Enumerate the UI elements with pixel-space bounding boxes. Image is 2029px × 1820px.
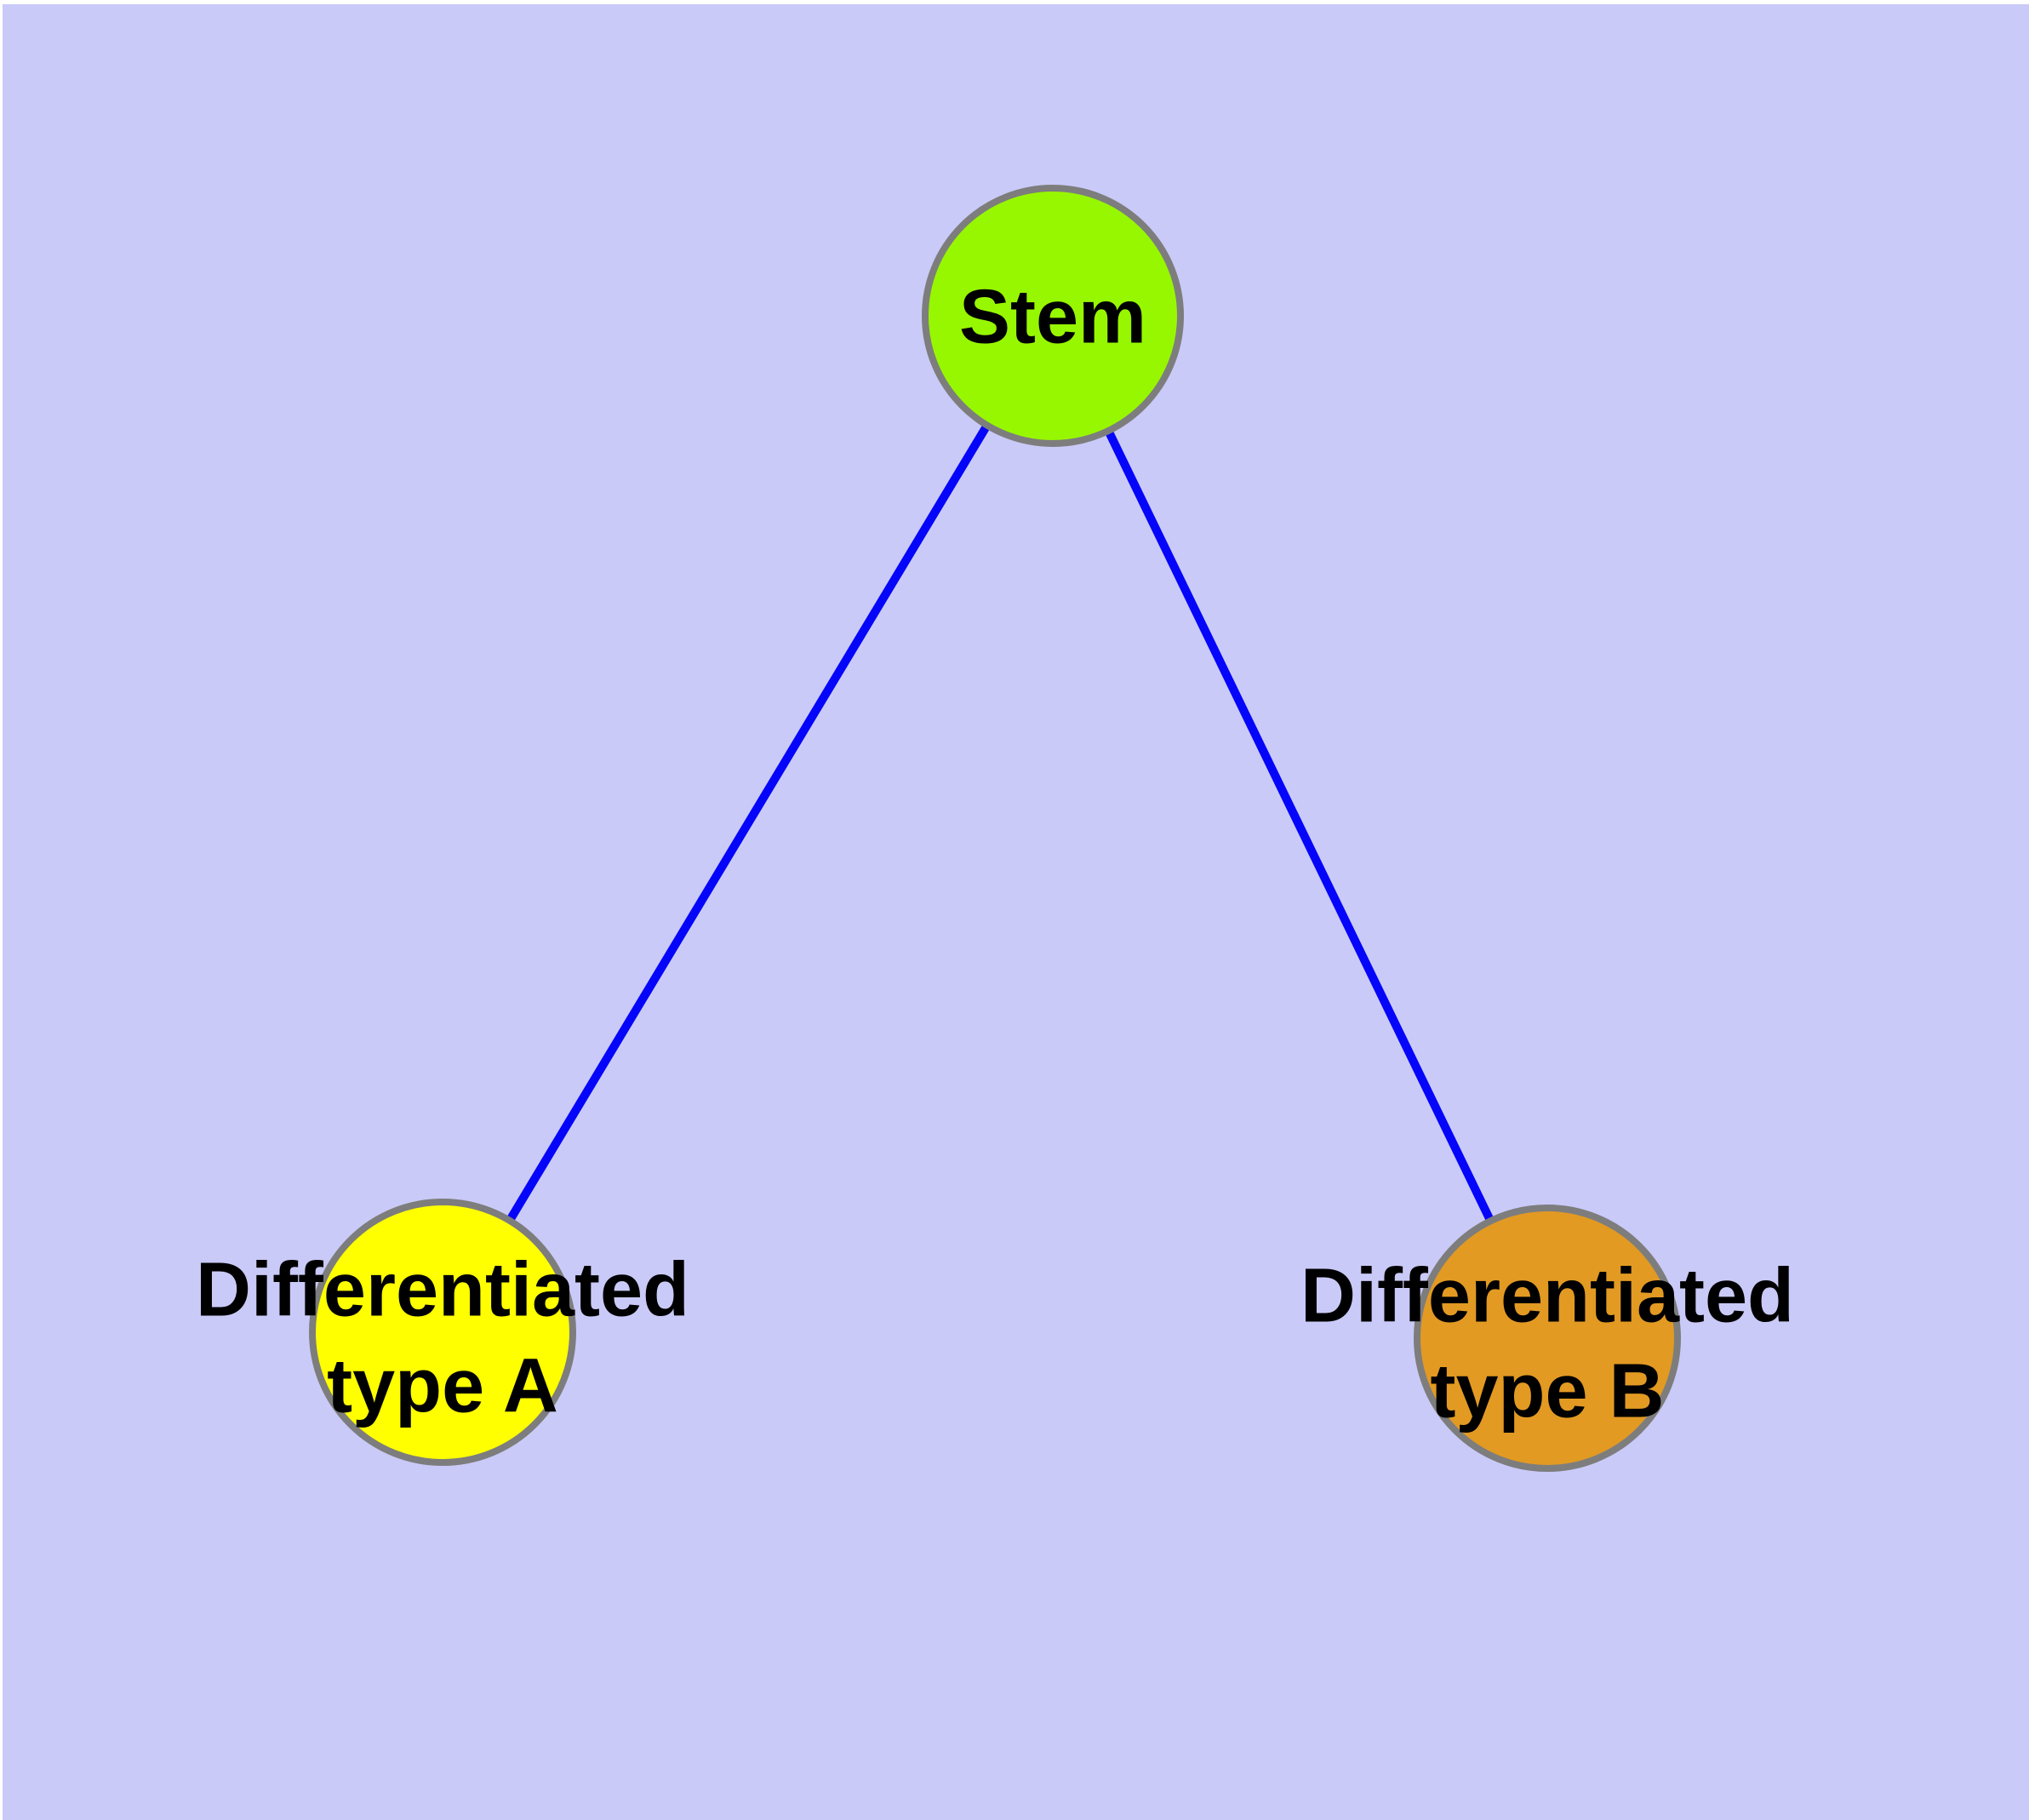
node-differentiated-type-b-circle[interactable] bbox=[1414, 1205, 1681, 1472]
node-differentiated-type-a-circle[interactable] bbox=[309, 1199, 576, 1466]
edge-stem-to-type-b[interactable] bbox=[1049, 313, 1552, 1341]
node-stem-circle[interactable] bbox=[922, 185, 1184, 447]
edge-stem-to-type-a[interactable] bbox=[438, 313, 1057, 1335]
node-stem[interactable]: Stem bbox=[922, 185, 1184, 447]
